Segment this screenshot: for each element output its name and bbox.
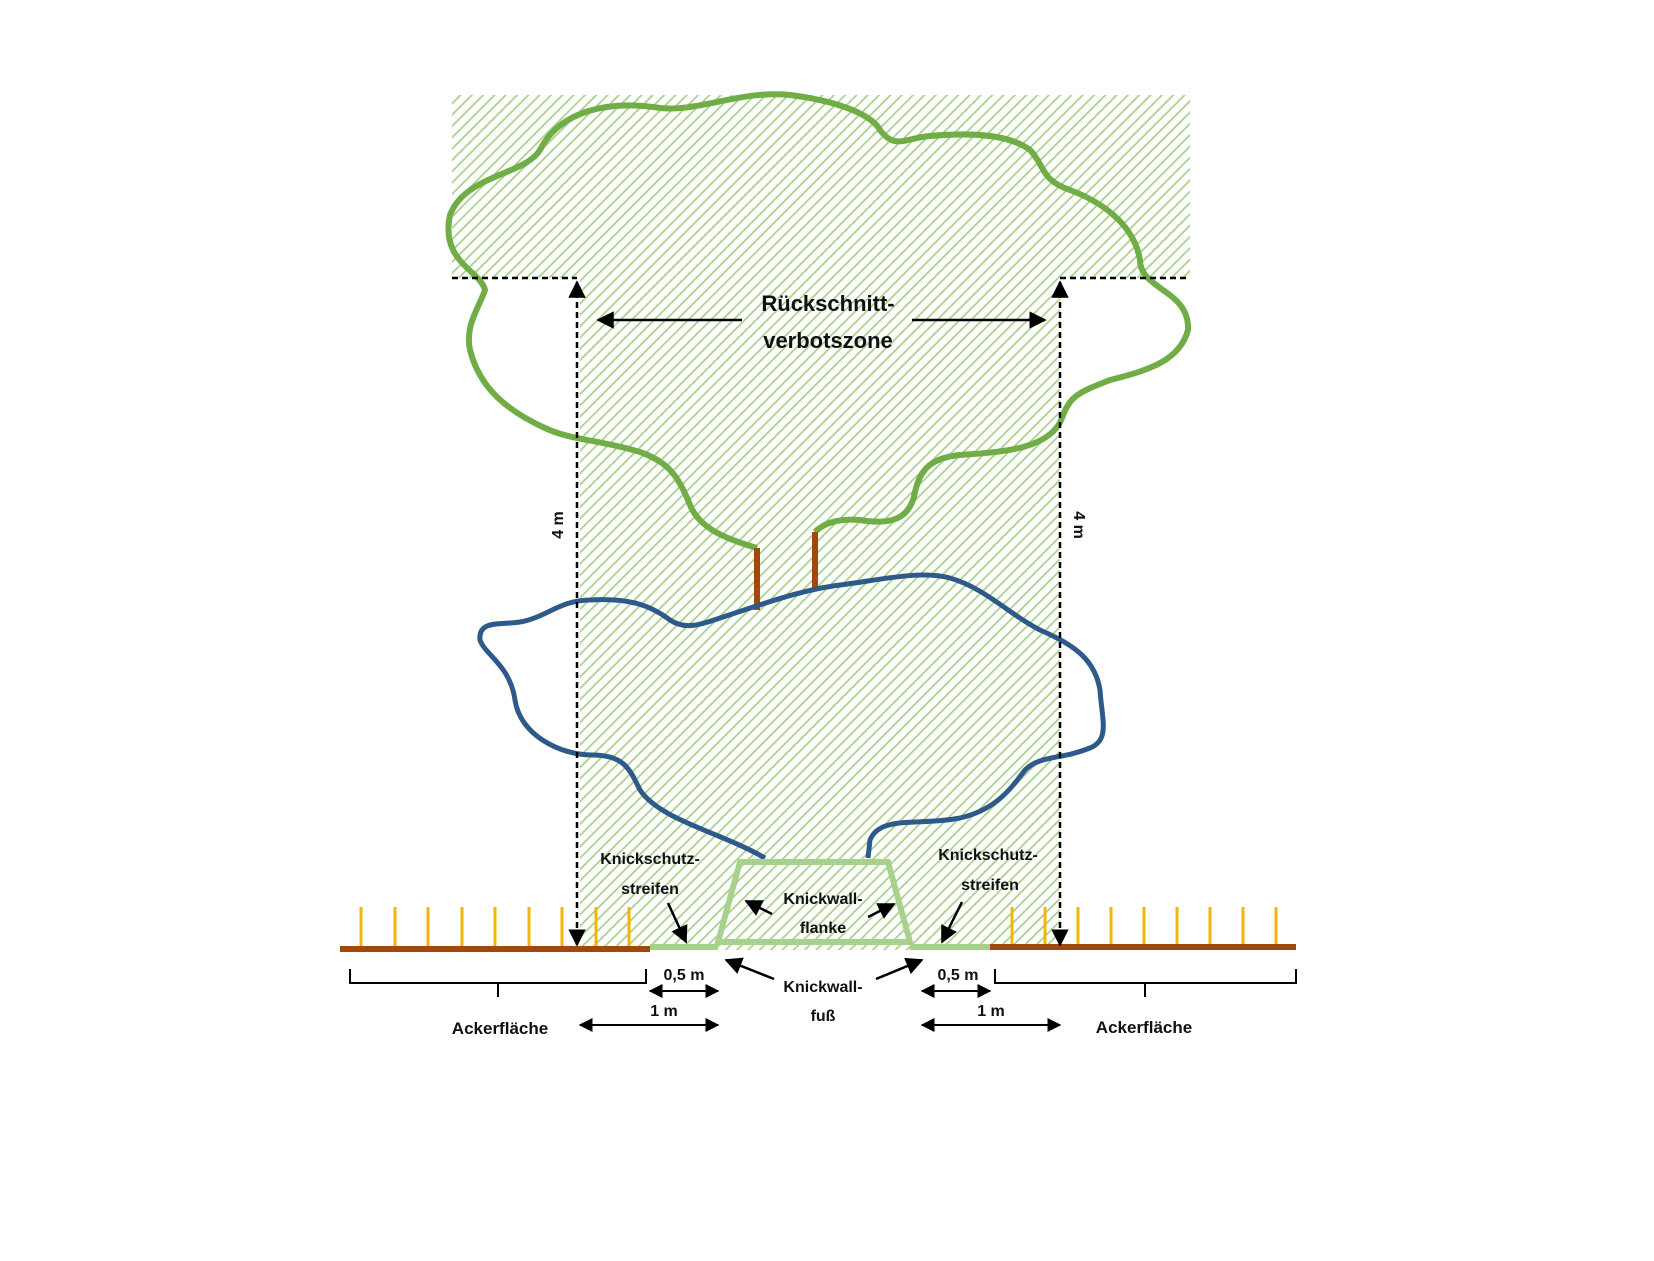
zone-label-line2: verbotszone: [763, 328, 893, 353]
flank-line2: flanke: [800, 920, 846, 937]
zone-label-line1: Rückschnitt-: [761, 291, 894, 316]
field-brace-right: [994, 969, 1297, 997]
one-meter-label-right: 1 m: [977, 1003, 1005, 1020]
strip-right-line1: Knickschutz-: [938, 847, 1038, 864]
field-label-left: Ackerfläche: [452, 1019, 548, 1038]
strip-left-line1: Knickschutz-: [600, 851, 700, 868]
protected-zone: [452, 95, 1190, 950]
foot-arrow-left: [724, 957, 775, 981]
field-brace-left: [349, 969, 647, 997]
flank-arrow-left: [744, 899, 773, 916]
height-label-right: 4 m: [1070, 511, 1087, 539]
foot-line2: fuß: [811, 1008, 836, 1025]
foot-arrow-right: [875, 957, 924, 981]
foot-line1: Knickwall-: [783, 979, 862, 996]
half-meter-label-left: 0,5 m: [664, 967, 705, 984]
flank-arrow-right: [867, 902, 896, 919]
one-meter-label-left: 1 m: [650, 1003, 678, 1020]
knickwall: [714, 859, 914, 945]
height-label-left: 4 m: [550, 511, 567, 539]
strip-left-arrow: [666, 902, 688, 944]
flank-line1: Knickwall-: [783, 891, 862, 908]
crop-right: [1010, 907, 1278, 944]
half-meter-label-right: 0,5 m: [938, 967, 979, 984]
field-label-right: Ackerfläche: [1096, 1018, 1192, 1037]
strip-right-line2: streifen: [961, 877, 1019, 894]
crop-left: [359, 907, 631, 946]
strip-right-arrow: [940, 901, 964, 944]
strip-left-line2: streifen: [621, 881, 679, 898]
